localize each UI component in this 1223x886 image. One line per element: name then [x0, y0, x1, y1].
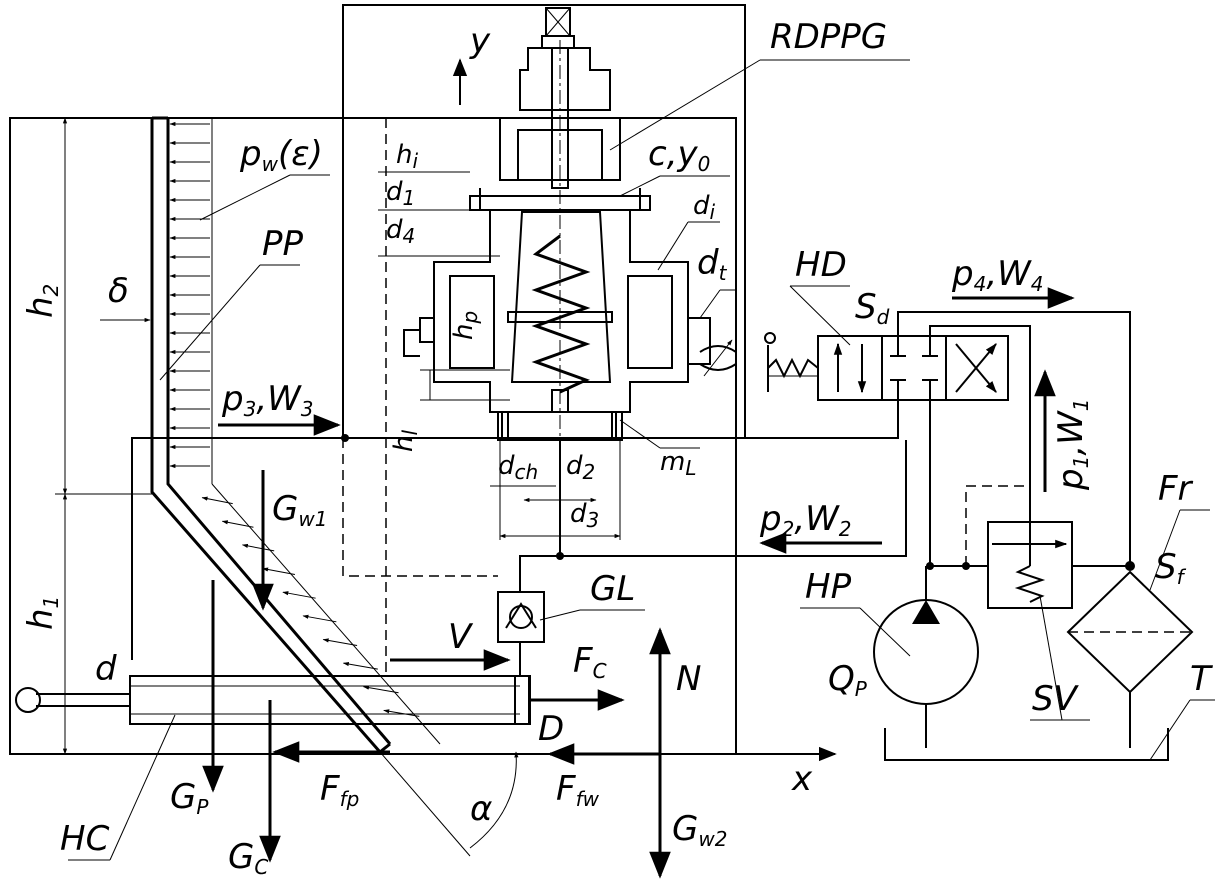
label-hl: hl	[389, 430, 422, 452]
left-frame	[9, 117, 737, 755]
label-hd: HD	[795, 245, 847, 285]
label-p3w3: p3,W3	[221, 379, 314, 421]
rdppg-leader	[609, 59, 761, 151]
water-pressure-arrows	[169, 121, 420, 717]
label-v: V	[448, 617, 474, 657]
pressure-arrow	[342, 661, 378, 670]
label-p4w4: p4,W4	[951, 254, 1044, 296]
pipe-to-gl	[519, 555, 560, 592]
valve-frame	[342, 4, 746, 439]
dimension-h	[55, 117, 152, 755]
label-d3: d3	[570, 499, 599, 532]
pressure-arrow	[241, 543, 275, 552]
t-leader	[1149, 699, 1191, 761]
label-pp: PP	[262, 224, 304, 264]
label-cy0: c,y0	[648, 134, 710, 176]
pipe-p2	[560, 440, 907, 557]
rdppg-valve	[403, 7, 711, 520]
label-dt: dt	[697, 243, 728, 285]
label-ml: mL	[660, 447, 696, 480]
throttle-symbol	[699, 339, 737, 377]
hydraulic-cylinder	[15, 675, 531, 725]
spring	[531, 234, 591, 394]
label-delta: δ	[108, 271, 129, 311]
pressure-arrow	[383, 709, 420, 717]
label-gw1: Gw1	[272, 489, 327, 531]
pw-leader	[199, 174, 291, 221]
safety-valve-sv	[965, 485, 1073, 609]
label-d4: d4	[386, 215, 415, 248]
fr-leader	[1149, 509, 1181, 591]
pipe-hd-top	[897, 311, 1131, 566]
label-hp: HP	[805, 567, 852, 607]
label-gc: GC	[228, 837, 268, 879]
label-d-rod: d	[95, 649, 117, 689]
ml-leader	[619, 419, 661, 449]
label-d-cyl: D	[538, 709, 564, 749]
pipe-p3	[131, 437, 345, 660]
label-y: y	[469, 21, 491, 61]
label-fr: Fr	[1158, 469, 1194, 509]
pipe-hd-top2	[929, 325, 1031, 566]
label-h2: h2	[21, 284, 63, 318]
label-rdppg: RDPPG	[770, 17, 887, 57]
label-d1: d1	[386, 177, 415, 210]
hp-leader	[859, 607, 911, 657]
pp-leader	[159, 264, 261, 381]
pressure-arrow	[302, 614, 337, 623]
node-sf	[1125, 561, 1135, 571]
pressure-arrow	[262, 567, 296, 576]
node-sv-mid	[962, 562, 970, 570]
label-di: di	[693, 191, 716, 224]
pressure-arrow	[363, 685, 399, 694]
check-valve-gl	[497, 591, 545, 676]
plate-pp	[150, 116, 392, 754]
hc-leader	[109, 714, 176, 861]
label-hc: HC	[60, 819, 110, 859]
pump-hp	[873, 566, 979, 748]
label-pw: pw(ε)	[239, 134, 323, 176]
tank-t	[884, 728, 1169, 761]
label-qp: QP	[828, 659, 868, 701]
alpha-arc	[469, 751, 519, 849]
label-p1w1: p1,W1	[1051, 399, 1093, 492]
di-leader	[657, 221, 689, 271]
hd-leader	[789, 285, 851, 346]
gl-leader	[539, 609, 581, 621]
dt-leader	[699, 289, 721, 319]
pressure-arrow	[282, 591, 316, 599]
label-hp-small: hp	[449, 311, 482, 340]
label-n: N	[676, 659, 701, 699]
label-fc: FC	[573, 641, 607, 683]
filter-fr	[1066, 570, 1194, 748]
label-p2w2: p2,W2	[759, 499, 852, 541]
label-h1: h1	[21, 596, 63, 630]
label-dch: dch	[498, 451, 538, 484]
label-alpha: α	[470, 789, 492, 829]
pressure-diagram-edge-inclined	[211, 483, 441, 745]
pressure-arrow	[322, 638, 358, 646]
control-line-dashed-2	[342, 438, 498, 577]
label-x: x	[791, 759, 813, 799]
label-sf: Sf	[1155, 547, 1187, 589]
cy0-leader	[619, 175, 661, 197]
label-sv: SV	[1032, 679, 1080, 719]
directional-valve-hd	[764, 332, 1009, 401]
pressure-arrow	[201, 496, 233, 505]
label-sd: Sd	[855, 287, 890, 329]
sv-leader	[1039, 595, 1063, 721]
inclined-extension	[379, 751, 471, 857]
label-t: T	[1190, 659, 1213, 699]
pipe-hd-bottom	[745, 400, 899, 439]
label-gp: GP	[170, 777, 209, 819]
label-gl: GL	[590, 569, 635, 609]
pressure-arrow	[221, 520, 254, 528]
node-sv-left	[926, 562, 934, 570]
label-ffw: Ffw	[556, 769, 600, 811]
label-d2: d2	[566, 451, 595, 484]
label-gw2: Gw2	[672, 809, 727, 851]
label-hi: hi	[396, 140, 418, 173]
label-ffp: Ffp	[320, 769, 359, 811]
